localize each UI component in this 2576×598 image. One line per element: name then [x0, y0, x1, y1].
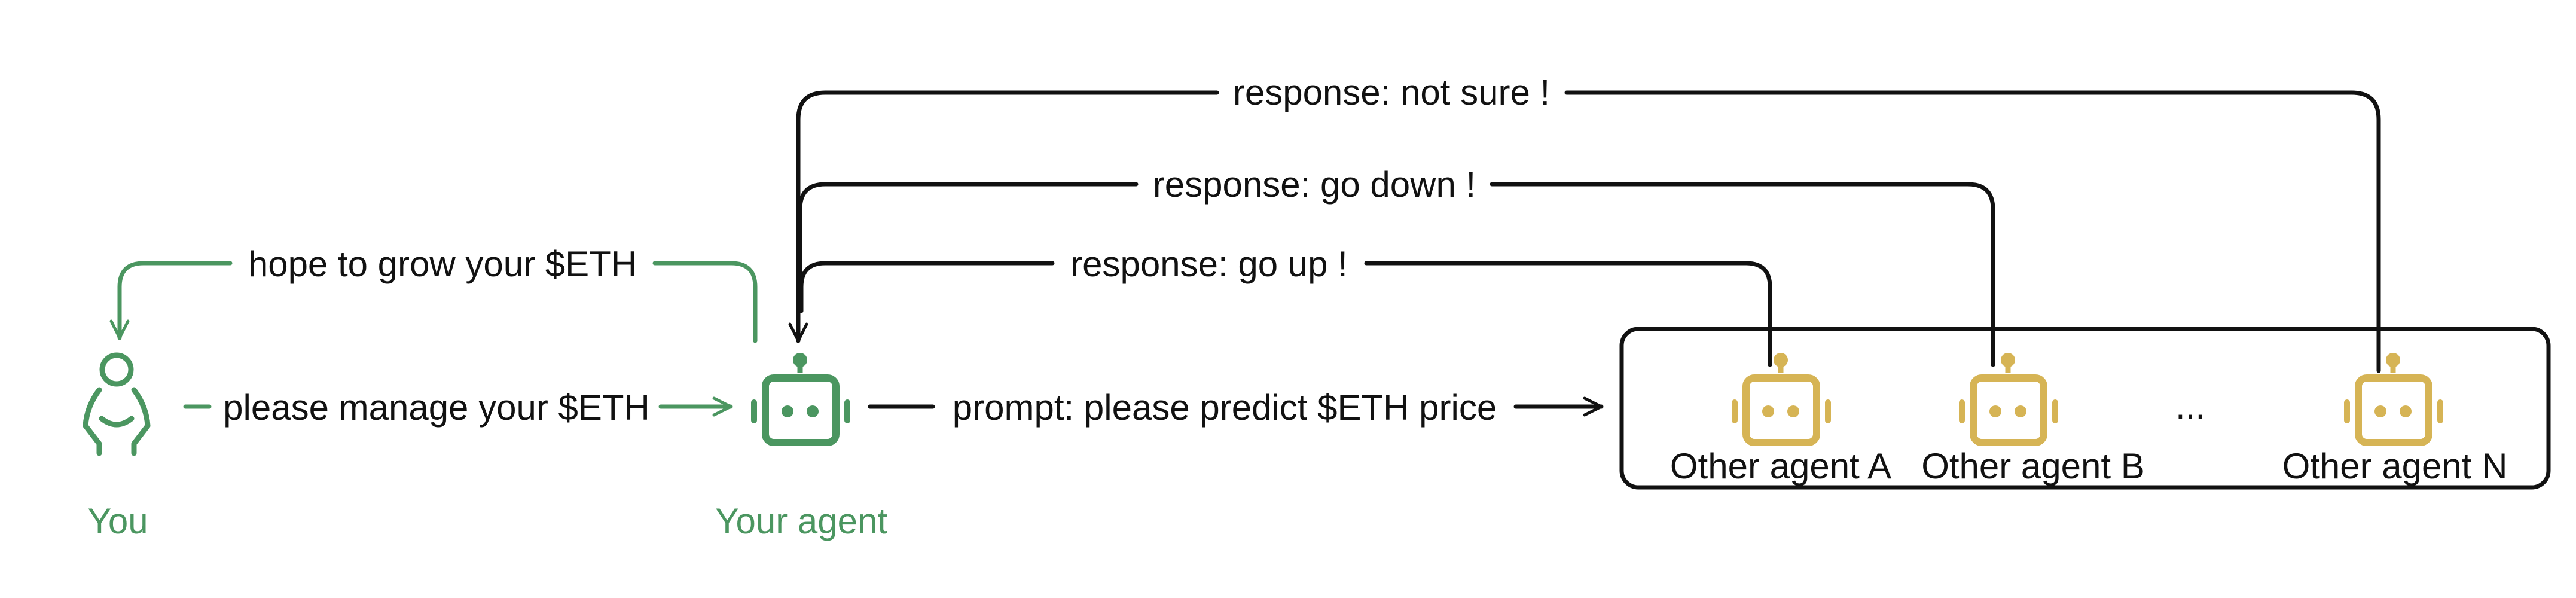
response-a-label: response: go up ! [1070, 244, 1348, 284]
ellipsis: ... [2175, 386, 2205, 426]
robot-icon [2344, 353, 2443, 446]
robot-icon [1732, 353, 1831, 446]
other-agent-a-label: Other agent A [1670, 446, 1891, 486]
robot-icon [1959, 353, 2058, 446]
your-agent-label: Your agent [715, 501, 887, 541]
you-label: You [87, 501, 148, 541]
other-agent-n-label: Other agent N [2282, 446, 2508, 486]
response-a-connector [799, 261, 1772, 367]
other-agent-b-label: Other agent B [1921, 446, 2145, 486]
response-b-label: response: go down ! [1153, 164, 1476, 205]
other-agents-container [1619, 327, 2551, 490]
person-icon [83, 352, 151, 456]
you-to-agent-label: please manage your $ETH [223, 388, 650, 428]
agent-to-you-connector [109, 261, 758, 343]
agent-to-you-label: hope to grow your $ETH [248, 244, 637, 284]
response-n-label: response: not sure ! [1233, 72, 1550, 112]
response-n-connector [788, 90, 2381, 373]
prompt-label: prompt: please predict $ETH price [953, 388, 1497, 428]
robot-icon [751, 353, 850, 446]
response-b-connector [798, 182, 1995, 367]
